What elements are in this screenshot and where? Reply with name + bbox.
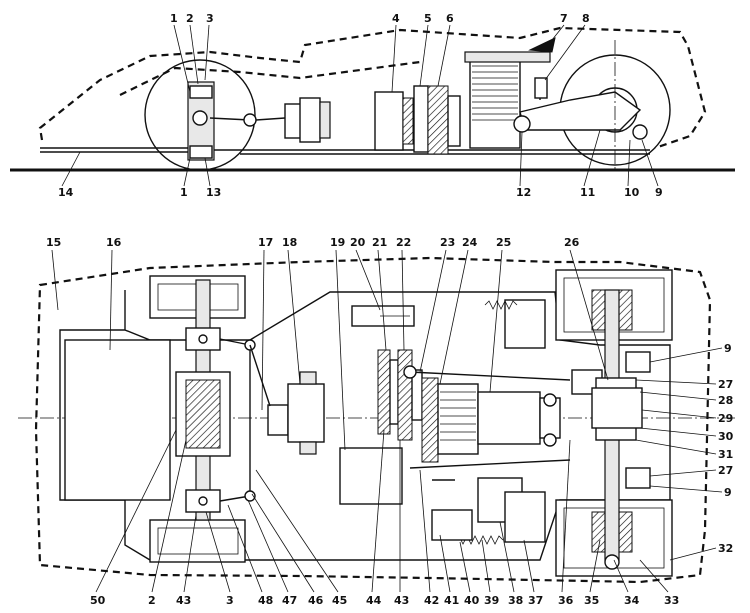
plan-label: 35 (584, 594, 599, 607)
side-label: 1 (180, 186, 188, 199)
plan-label: 25 (496, 236, 511, 249)
side-label: 9 (655, 186, 663, 199)
plan-label: 2 (148, 594, 156, 607)
plan-label: 29 (718, 412, 733, 425)
plan-label: 23 (440, 236, 455, 249)
plan-label: 16 (106, 236, 122, 249)
side-label: 4 (392, 12, 400, 25)
front-right-wheel (149, 519, 246, 563)
plan-label: 37 (528, 594, 543, 607)
plan-right-labels: 9 27 28 29 30 31 27 9 32 (635, 342, 734, 561)
plan-label: 44 (366, 594, 382, 607)
side-label: 1 (170, 12, 178, 25)
plan-top-labels: 15 16 17 18 19 20 21 22 23 24 25 26 (46, 236, 609, 451)
side-label: 8 (582, 12, 590, 25)
plan-label: 30 (718, 430, 734, 443)
side-fins (469, 59, 521, 149)
plan-label: 27 (718, 464, 733, 477)
plan-label: 47 (282, 594, 297, 607)
plan-label: 41 (444, 594, 459, 607)
side-label: 14 (58, 186, 74, 199)
plan-label: 34 (624, 594, 640, 607)
steering-servo (267, 404, 289, 436)
plan-body-outline (34, 256, 712, 584)
side-label: 6 (446, 12, 454, 25)
plan-label: 15 (46, 236, 61, 249)
side-view (10, 26, 735, 172)
plan-label: 26 (564, 236, 580, 249)
plan-label: 17 (258, 236, 273, 249)
side-view-labels: 1 2 3 4 5 6 7 8 9 10 11 12 13 14 1 (58, 12, 663, 199)
plan-label: 40 (464, 594, 480, 607)
plan-label: 9 (724, 486, 732, 499)
plan-label: 28 (718, 394, 733, 407)
plan-label: 3 (226, 594, 234, 607)
side-label: 12 (516, 186, 531, 199)
plan-label: 46 (308, 594, 324, 607)
plan-label: 38 (508, 594, 523, 607)
plan-label: 50 (90, 594, 106, 607)
plan-label: 32 (718, 542, 733, 555)
side-label: 11 (580, 186, 595, 199)
plan-label: 18 (282, 236, 297, 249)
plan-label: 27 (718, 378, 733, 391)
plan-bottom-labels: 50 2 43 3 48 47 46 45 44 43 42 41 40 39 … (90, 429, 679, 607)
side-label: 2 (186, 12, 194, 25)
side-label: 7 (560, 12, 568, 25)
plan-label: 19 (330, 236, 345, 249)
plan-label: 21 (372, 236, 387, 249)
side-label: 5 (424, 12, 432, 25)
plan-label: 36 (558, 594, 574, 607)
side-label: 13 (206, 186, 221, 199)
plan-label: 45 (332, 594, 347, 607)
side-label: 3 (206, 12, 214, 25)
side-body-outline (38, 26, 707, 150)
plan-label: 9 (724, 342, 732, 355)
side-cockpit-outline (119, 60, 421, 96)
plan-label: 42 (424, 594, 439, 607)
battery-pack (64, 339, 171, 501)
plan-label: 20 (350, 236, 366, 249)
plan-label: 48 (258, 594, 273, 607)
plan-label: 39 (484, 594, 499, 607)
receiver-box (339, 447, 403, 505)
plan-label: 31 (718, 448, 733, 461)
plan-label: 43 (176, 594, 191, 607)
side-battery (374, 91, 404, 151)
motor-fins (437, 383, 479, 455)
motor-body (477, 391, 541, 445)
side-label: 10 (624, 186, 640, 199)
plan-view (18, 256, 735, 584)
plan-label: 24 (462, 236, 478, 249)
plan-label: 33 (664, 594, 679, 607)
front-wheel (144, 59, 256, 171)
lower-bracket (431, 509, 473, 541)
plan-label: 43 (394, 594, 409, 607)
plan-label: 22 (396, 236, 411, 249)
